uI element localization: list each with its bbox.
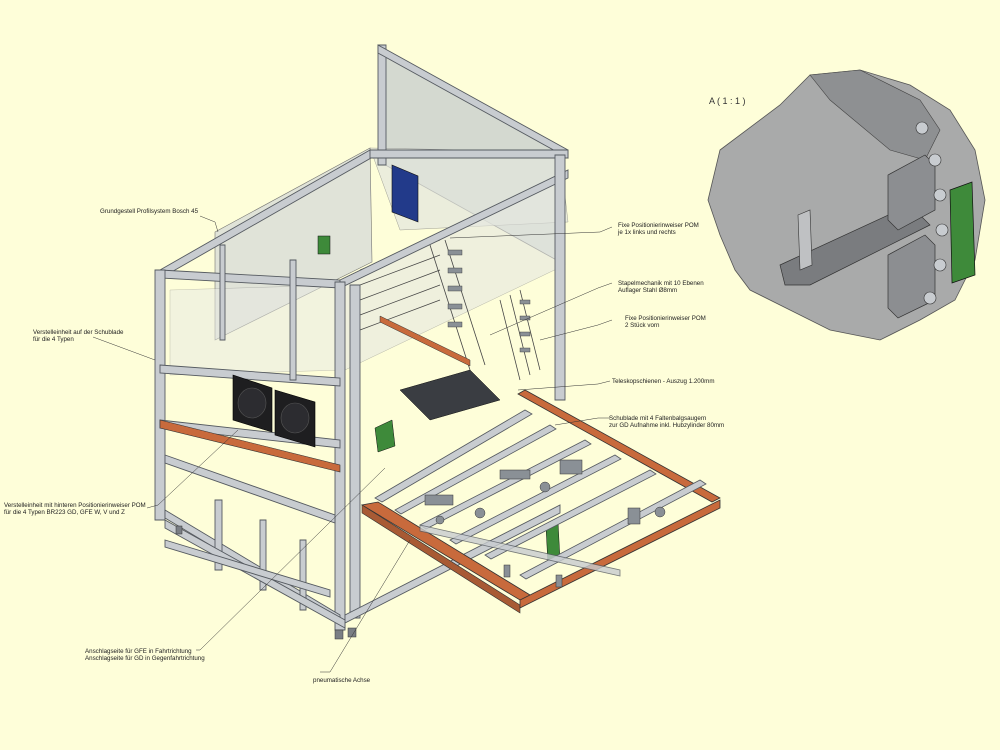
label-verstelleinheit-schublade: Verstelleinheit auf der Schublade für di… (33, 329, 123, 343)
label-line: Schublade mit 4 Faltenbalgsaugern (609, 415, 707, 422)
label-line: 2 Stück vorn (625, 322, 660, 329)
label-line: Auflager Stahl Ø8mm (618, 287, 678, 294)
label-fixe-positionierinweiser-1: Fixe Positionierinweiser POM je 1x links… (618, 222, 699, 236)
aluminium-profile-frame (154, 44, 569, 631)
label-line: für die 4 Typen (33, 336, 74, 343)
label-fixe-positionierinweiser-2: Fixe Positionierinweiser POM 2 Stück vor… (625, 315, 706, 329)
label-pneumatische-text: pneumatische Achse (313, 677, 371, 684)
feet (175, 525, 357, 640)
label-verstelleinheit-hinten: Verstelleinheit mit hinteren Positionier… (4, 502, 146, 516)
label-anschlagseite: Anschlagseite für GFE in Fahrtrichtung A… (85, 648, 205, 662)
label-stapelmechanik: Stapelmechanik mit 10 Ebenen Auflager St… (618, 280, 704, 294)
label-grundgestell: Grundgestell Profilsystem Bosch 45 (100, 208, 198, 215)
label-line: je 1x links und rechts (618, 229, 676, 236)
drawer-assembly (159, 315, 721, 614)
label-line: Verstelleinheit mit hinteren Positionier… (4, 502, 146, 509)
label-line: Fixe Positionierinweiser POM (625, 315, 706, 322)
label-line: Stapelmechanik mit 10 Ebenen (618, 280, 704, 287)
label-teleskop-text: Teleskopschienen - Auszug 1.200mm (612, 378, 715, 385)
label-line: Anschlagseite für GD in Gegenfahrtrichtu… (85, 655, 205, 662)
detail-view-a (707, 69, 986, 341)
label-schublade: Schublade mit 4 Faltenbalgsaugern zur GD… (609, 415, 724, 429)
label-line: zur GD Aufnahme inkl. Hubzylinder 80mm (609, 422, 725, 429)
label-pneumatische-achse: pneumatische Achse (313, 677, 370, 684)
leader-lines (92, 215, 613, 673)
inner-mechanics (317, 164, 561, 566)
label-line: für die 4 Typen BR223 GD, GFE W, V und Z (4, 509, 125, 516)
label-line: Fixe Positionierinweiser POM (618, 222, 699, 229)
fan-units (232, 374, 316, 448)
label-line: Verstelleinheit auf der Schublade (33, 329, 124, 336)
glass-panels (169, 51, 569, 376)
label-grundgestell-text: Grundgestell Profilsystem Bosch 45 (100, 208, 199, 215)
label-teleskopschienen: Teleskopschienen - Auszug 1.200mm (612, 378, 715, 385)
detail-view-title: A ( 1 : 1 ) (709, 96, 746, 106)
label-line: Anschlagseite für GFE in Fahrtrichtung (85, 648, 192, 655)
